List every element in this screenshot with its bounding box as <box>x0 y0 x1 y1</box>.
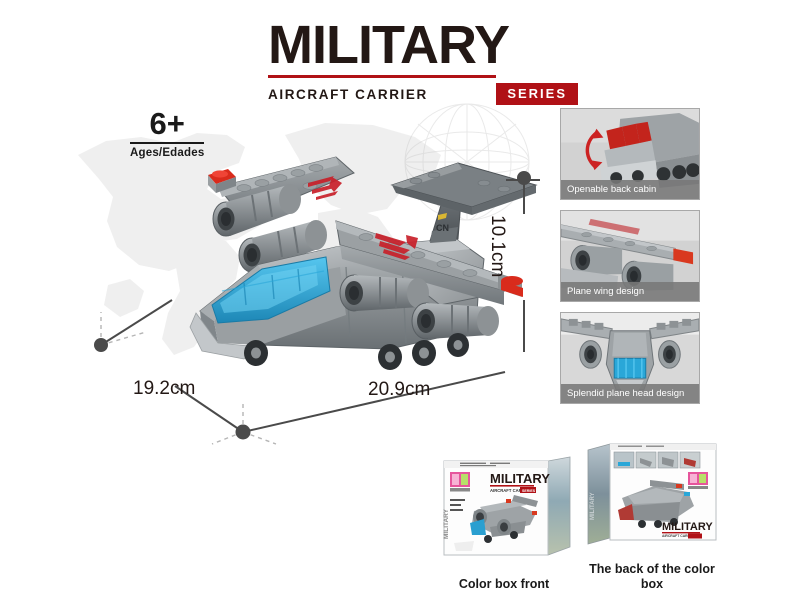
color-box-back-image: MILITARY <box>587 443 717 545</box>
age-label: Ages/Edades <box>130 147 205 159</box>
packaging-section: MILITARY AIRCRAFT CARRIER SERIES MILITAR… <box>430 440 720 592</box>
decal-right <box>375 233 418 260</box>
svg-text:AIRCRAFT CARRIER: AIRCRAFT CARRIER <box>662 534 696 538</box>
rotate-arrow-heads <box>590 128 604 171</box>
engine-right-inner <box>339 274 429 312</box>
title-underline <box>268 75 496 79</box>
dimension-width-label: 19.2cm <box>133 378 196 399</box>
header: MILITARY AIRCRAFT CARRIER SERIES <box>268 15 578 106</box>
svg-text:CN: CN <box>436 223 449 233</box>
svg-text:MILITARY: MILITARY <box>590 492 596 520</box>
feature-caption: Plane wing design <box>561 282 699 301</box>
tail-assembly: CN <box>390 162 538 243</box>
series-badge: SERIES <box>496 83 578 106</box>
feature-panel-openable-back-cabin: Openable back cabin <box>560 108 700 200</box>
wingtip-marker-right <box>498 273 523 297</box>
engine-right-outer <box>411 302 499 340</box>
canopy-icon <box>613 357 647 379</box>
left-wing-assembly <box>208 156 355 273</box>
svg-text:MILITARY: MILITARY <box>662 521 713 533</box>
landing-gear <box>244 333 469 370</box>
svg-text:AIRCRAFT CARRIER: AIRCRAFT CARRIER <box>490 488 532 493</box>
box-front-shot: MILITARY AIRCRAFT CARRIER SERIES MILITAR… <box>430 455 578 592</box>
right-wing-assembly <box>335 220 523 340</box>
age-badge: 6+ Ages/Edades <box>130 106 205 159</box>
cockpit-canopy <box>211 256 331 324</box>
decal-left <box>308 176 342 200</box>
feature-panel-plane-wing-design: Plane wing design <box>560 210 700 302</box>
dimension-depth-label: 20.9cm <box>368 379 431 400</box>
product-hero-image: CN <box>189 156 538 370</box>
color-box-front-image: MILITARY AIRCRAFT CARRIER SERIES MILITAR… <box>443 456 571 556</box>
feature-panel-list: Openable back cabin <box>560 108 700 414</box>
feature-caption: Openable back cabin <box>561 180 699 199</box>
svg-text:SERIES: SERIES <box>522 489 536 493</box>
feature-caption: Splendid plane head design <box>561 384 699 403</box>
box-front-caption: Color box front <box>458 576 550 591</box>
page-title: MILITARY <box>268 15 510 75</box>
dimension-node-bottom <box>235 424 251 440</box>
dimension-height-label: 10.1cm <box>487 215 508 278</box>
engine-left-inner <box>238 220 327 273</box>
age-value: 6+ <box>149 106 185 141</box>
tail-logo-decal: CN <box>436 213 449 233</box>
svg-text:MILITARY: MILITARY <box>490 471 550 486</box>
wingtip-marker-left <box>208 169 236 193</box>
box-back-caption: The back of the color box <box>589 562 715 591</box>
engine-left-outer <box>212 184 301 237</box>
page-subtitle: AIRCRAFT CARRIER <box>268 86 428 102</box>
feature-panel-plane-head-design: Splendid plane head design <box>560 312 700 404</box>
red-cabin-bricks <box>606 121 652 151</box>
age-divider <box>130 142 205 144</box>
dimension-node-left <box>94 338 108 352</box>
svg-text:MILITARY: MILITARY <box>443 508 450 539</box>
box-back-shot: MILITARY <box>584 440 720 592</box>
